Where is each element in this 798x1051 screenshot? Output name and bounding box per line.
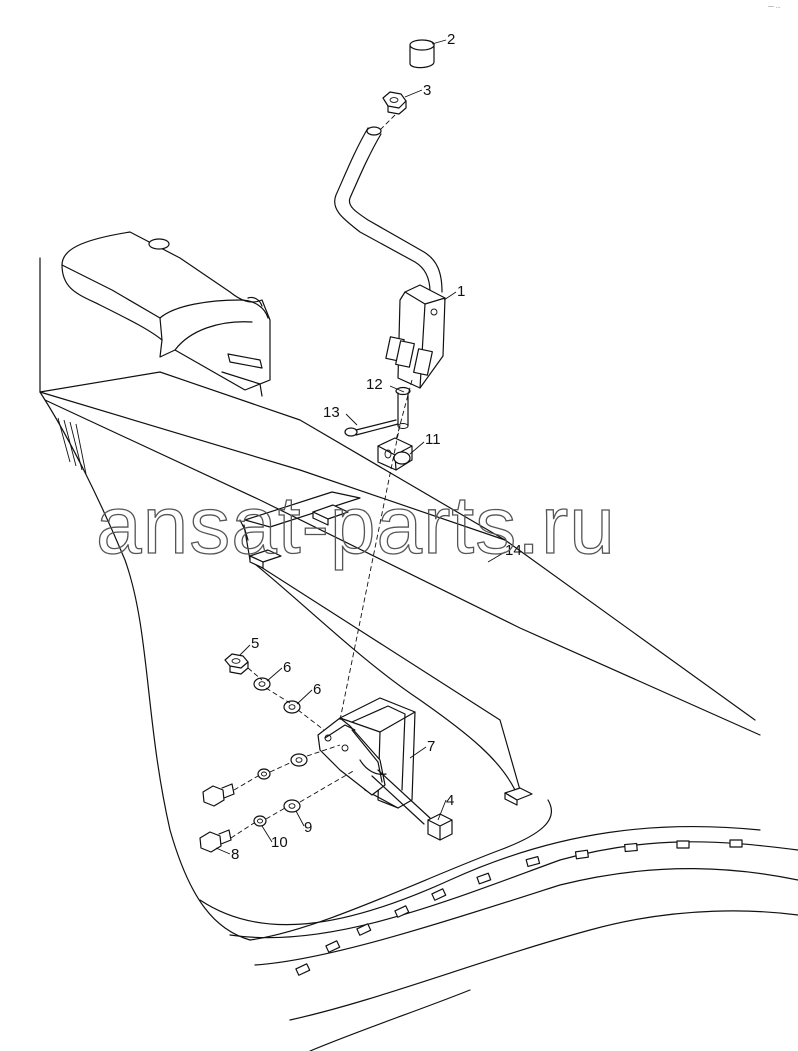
callout-4: 4 (446, 792, 454, 809)
callout-7: 7 (427, 738, 435, 755)
arch-slots (295, 839, 743, 976)
callout-9: 9 (304, 819, 312, 836)
assembly-lines (230, 114, 413, 839)
washer-part-6a (253, 677, 271, 691)
nut-part-3 (382, 91, 407, 115)
block-part-11 (377, 437, 413, 471)
callout-3: 3 (423, 82, 431, 99)
cap-part-2 (409, 39, 435, 69)
bolt-part-8 (199, 829, 232, 853)
callout-6b: 6 (313, 681, 321, 698)
hinge-bracket-part-7 (317, 697, 416, 809)
pin-part-12 (395, 386, 411, 429)
callout-14: 14 (505, 542, 522, 559)
lock-washer-upper (257, 768, 271, 780)
callout-10: 10 (271, 834, 288, 851)
cotter-pin-part-13 (344, 419, 399, 437)
corner-mark: — ... (768, 4, 781, 10)
mount-bracket (61, 231, 271, 397)
callout-1: 1 (457, 283, 465, 300)
callout-11: 11 (425, 431, 441, 448)
bolt-part-8-upper (202, 783, 235, 807)
washer-part-6b (283, 700, 301, 714)
lock-washer-part-10 (253, 815, 267, 827)
washer-part-9 (283, 799, 301, 813)
callout-6a: 6 (283, 659, 291, 676)
leader-lines (215, 39, 506, 855)
callout-8: 8 (231, 846, 239, 863)
watermark-text: ansat-parts.ru (96, 480, 616, 571)
callout-13: 13 (323, 404, 340, 421)
washer-upper (290, 753, 308, 767)
latch-plate-part-1 (385, 284, 446, 389)
lever-rod (334, 126, 443, 293)
nut-part-5 (224, 653, 249, 675)
callout-5: 5 (251, 635, 259, 652)
bolt-part-4 (371, 769, 453, 841)
callout-12: 12 (366, 376, 383, 393)
fender-panel (39, 257, 798, 1051)
callouts: 1 2 3 4 5 6 6 7 8 9 10 11 12 13 14 (231, 31, 522, 863)
callout-2: 2 (447, 31, 455, 48)
